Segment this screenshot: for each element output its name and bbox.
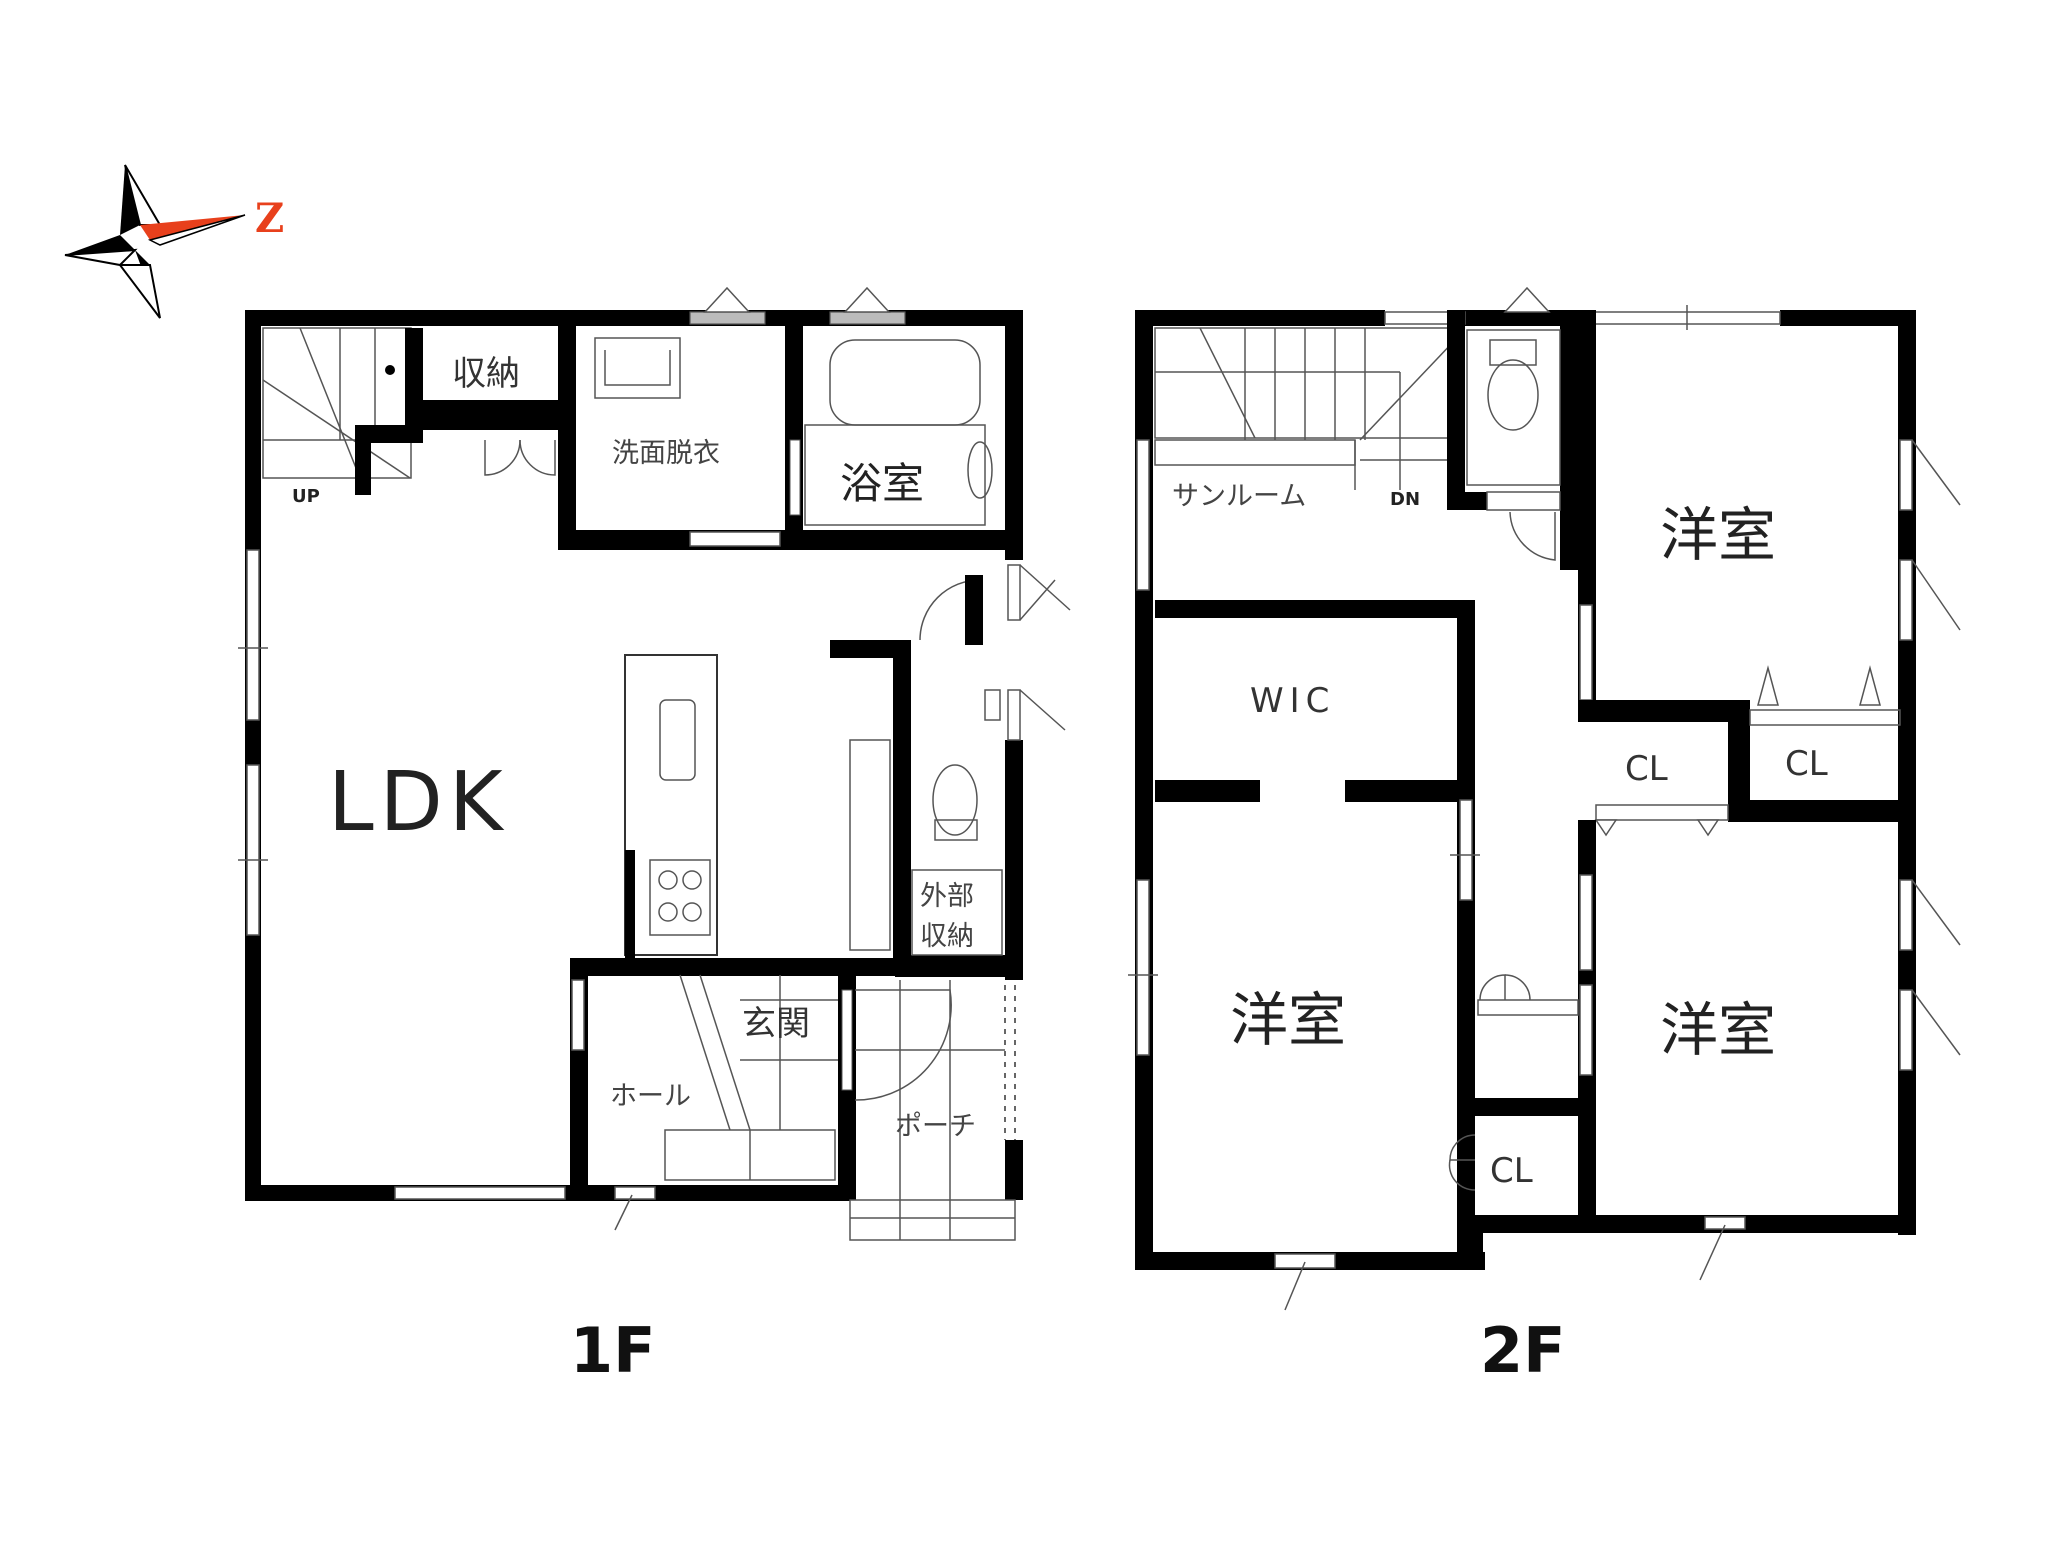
room-outdoor-storage-label-line1: 外部 [920, 881, 974, 912]
stairs-up-label: UP [292, 486, 320, 507]
room-entrance-label: 玄関 [742, 1004, 810, 1044]
floor-2-title: 2F [1480, 1314, 1566, 1387]
floor-1-title: 1F [570, 1314, 656, 1387]
room-porch-label: ポーチ [895, 1111, 976, 1142]
floor-1-plan: UP 収納 洗面脱衣 浴室 LDK [238, 286, 1071, 1387]
room-outdoor-storage-label-line2: 収納 [920, 921, 974, 952]
room-closet-2-label: CL [1785, 744, 1828, 784]
room-closet-1-label: CL [1625, 749, 1668, 789]
room-sunroom-label: サンルーム [1172, 481, 1306, 512]
room-western-2-label: 洋室 [1230, 986, 1346, 1054]
room-storage-label: 収納 [452, 354, 520, 394]
room-wic-label: WIC [1250, 681, 1335, 721]
room-ldk-label: LDK [328, 755, 509, 850]
room-hall-label: ホール [610, 1081, 691, 1112]
room-western-3-label: 洋室 [1660, 996, 1776, 1064]
room-bath-label: 浴室 [840, 459, 924, 508]
compass-icon: Z [64, 164, 284, 319]
stairs-down-label: DN [1390, 489, 1420, 510]
room-washroom-label: 洗面脱衣 [612, 438, 720, 469]
room-western-1-label: 洋室 [1660, 501, 1776, 569]
floor-2-plan: DN サンルーム 洋室 CL CL 洋室 [1128, 286, 1961, 1387]
room-closet-3-label: CL [1490, 1151, 1533, 1191]
compass-north-label: Z [255, 195, 284, 242]
